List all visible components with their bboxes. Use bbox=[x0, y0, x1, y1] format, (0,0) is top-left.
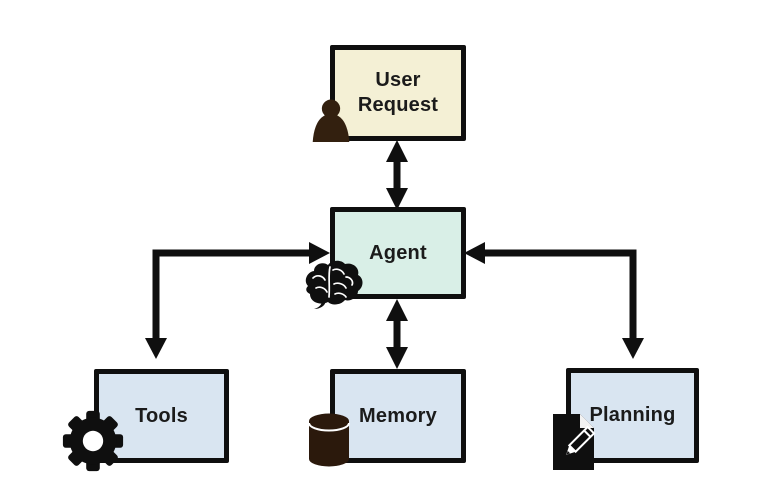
node-label: Planning bbox=[589, 404, 676, 426]
arrowhead-down-icon bbox=[145, 338, 167, 359]
edge-line bbox=[152, 249, 311, 340]
gear-icon bbox=[62, 410, 124, 472]
arrowhead-right-icon bbox=[309, 242, 330, 264]
document-pencil-icon bbox=[553, 414, 596, 470]
arrowhead-up-icon bbox=[386, 299, 408, 321]
arrowhead-down-icon bbox=[386, 188, 408, 210]
node-label: Tools bbox=[135, 404, 188, 427]
edge-planning-agent bbox=[464, 242, 644, 359]
node-planning: Planning bbox=[566, 368, 699, 463]
arrowhead-down-icon bbox=[622, 338, 644, 359]
arrowhead-down-icon bbox=[386, 347, 408, 369]
node-memory: Memory bbox=[330, 369, 466, 463]
node-label: Memory bbox=[359, 404, 437, 427]
edge-agent-memory bbox=[386, 299, 408, 369]
node-label: User Request bbox=[357, 69, 439, 116]
arrowhead-up-icon bbox=[386, 140, 408, 162]
edge-user-request-agent bbox=[386, 140, 408, 210]
edge-tools-agent bbox=[145, 242, 330, 359]
person-icon bbox=[312, 99, 350, 142]
edge-line bbox=[483, 249, 637, 340]
database-icon bbox=[308, 413, 350, 467]
node-user-request: User Request bbox=[330, 45, 466, 141]
node-label: Agent bbox=[369, 241, 427, 264]
brain-icon bbox=[305, 260, 363, 309]
arrowhead-left-icon bbox=[464, 242, 485, 264]
